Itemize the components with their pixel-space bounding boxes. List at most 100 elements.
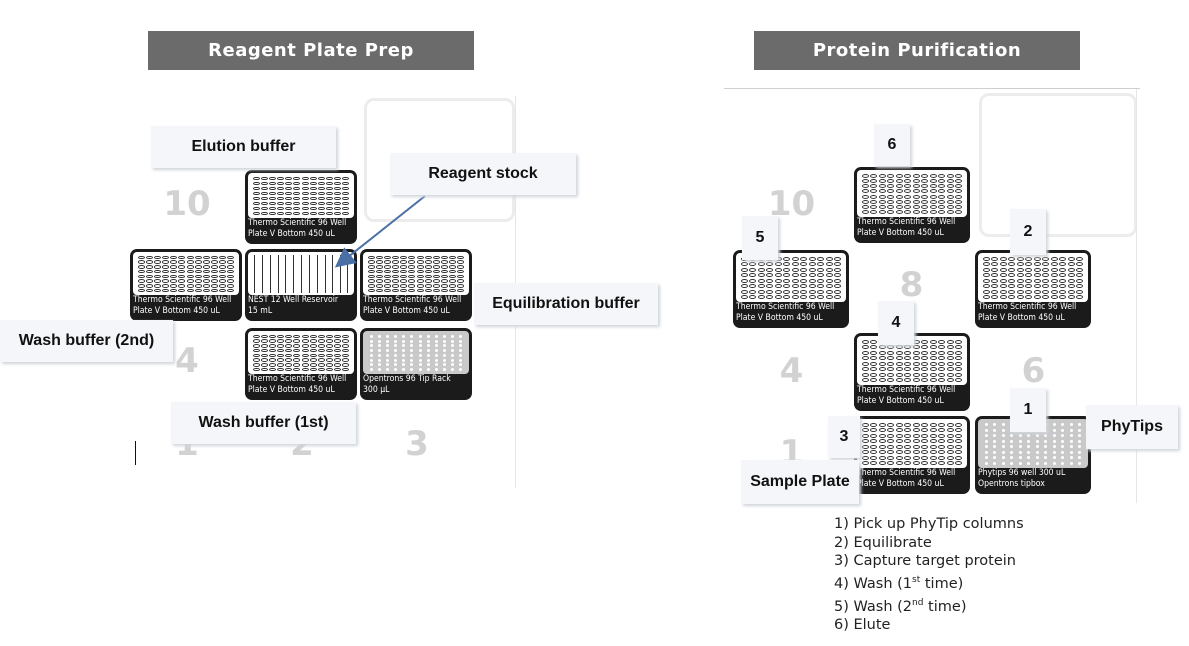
well xyxy=(309,344,317,348)
well xyxy=(342,176,350,181)
well xyxy=(394,368,398,372)
well xyxy=(895,455,903,460)
well xyxy=(929,199,937,204)
well xyxy=(999,273,1007,278)
well xyxy=(451,344,455,348)
step-marker-5: 5 xyxy=(742,216,778,260)
well xyxy=(367,284,375,288)
well xyxy=(309,176,317,181)
well xyxy=(904,433,912,438)
well xyxy=(929,194,937,199)
well xyxy=(377,363,381,367)
well xyxy=(1069,456,1073,460)
well xyxy=(402,358,406,362)
well xyxy=(1044,445,1048,449)
well xyxy=(1027,434,1031,438)
well xyxy=(1042,295,1050,300)
well xyxy=(252,334,260,339)
well xyxy=(825,262,833,267)
well xyxy=(946,194,954,199)
well xyxy=(1050,295,1058,300)
well xyxy=(449,274,457,279)
well xyxy=(385,339,389,343)
well xyxy=(1059,256,1067,261)
well xyxy=(878,455,886,460)
well xyxy=(1008,273,1016,278)
well xyxy=(342,186,350,191)
well xyxy=(946,356,954,361)
well xyxy=(219,274,227,279)
well xyxy=(861,184,869,189)
well xyxy=(1001,456,1005,460)
well xyxy=(317,191,325,196)
well xyxy=(309,181,317,186)
well xyxy=(938,210,946,215)
well xyxy=(252,339,260,343)
well xyxy=(1052,456,1056,460)
well xyxy=(293,344,301,348)
well xyxy=(153,279,161,283)
well xyxy=(268,186,276,191)
well xyxy=(170,260,178,264)
well xyxy=(459,353,463,357)
well xyxy=(162,265,170,269)
well xyxy=(219,265,227,269)
well xyxy=(984,450,988,454)
well xyxy=(383,274,391,279)
well xyxy=(416,269,424,274)
well xyxy=(929,339,937,344)
well xyxy=(342,353,350,358)
well xyxy=(334,181,342,186)
well xyxy=(887,356,895,361)
well xyxy=(929,461,937,466)
well xyxy=(938,455,946,460)
well xyxy=(178,288,186,293)
well xyxy=(145,288,153,293)
well xyxy=(800,278,808,283)
well xyxy=(402,334,406,338)
well xyxy=(1001,434,1005,438)
well xyxy=(1033,262,1041,267)
well xyxy=(982,262,990,267)
well xyxy=(929,184,937,189)
well xyxy=(929,422,937,427)
well xyxy=(766,267,774,272)
well xyxy=(383,288,391,293)
step-1: 1) Pick up PhyTip columns xyxy=(834,516,1024,532)
well xyxy=(301,344,309,348)
well xyxy=(434,334,438,338)
well xyxy=(394,353,398,357)
well xyxy=(993,445,997,449)
well xyxy=(921,439,929,444)
well xyxy=(211,284,219,288)
well xyxy=(202,274,210,279)
well xyxy=(878,184,886,189)
well xyxy=(1050,267,1058,272)
well xyxy=(904,194,912,199)
well xyxy=(834,267,842,272)
well xyxy=(878,205,886,210)
well xyxy=(929,433,937,438)
well xyxy=(929,361,937,366)
well xyxy=(137,288,145,293)
well xyxy=(895,173,903,178)
well xyxy=(426,349,430,353)
well xyxy=(1035,456,1039,460)
well xyxy=(293,211,301,216)
well xyxy=(861,350,869,355)
well xyxy=(895,184,903,189)
well xyxy=(367,269,375,274)
well xyxy=(955,184,963,189)
well xyxy=(1067,278,1075,283)
well xyxy=(749,273,757,278)
labware-label: Thermo Scientific 96 Well Plate V Bottom… xyxy=(736,302,835,323)
well xyxy=(861,444,869,449)
well xyxy=(766,262,774,267)
well xyxy=(1042,289,1050,294)
well xyxy=(984,434,988,438)
well xyxy=(861,199,869,204)
well xyxy=(211,255,219,260)
well xyxy=(178,260,186,264)
well xyxy=(194,288,202,293)
well xyxy=(757,273,765,278)
